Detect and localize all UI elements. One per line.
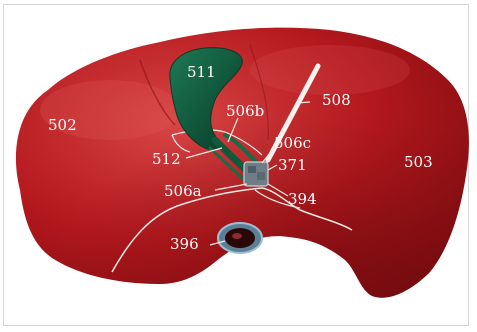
label-506c: 506c — [274, 134, 311, 152]
label-511: 511 — [187, 63, 216, 81]
label-396: 396 — [170, 235, 199, 253]
label-371: 371 — [278, 156, 307, 174]
label-503: 503 — [404, 153, 433, 171]
label-506b: 506b — [226, 102, 264, 120]
label-506a: 506a — [164, 182, 202, 200]
label-394: 394 — [288, 190, 317, 208]
label-508: 508 — [322, 91, 351, 109]
label-502: 502 — [48, 116, 77, 134]
label-512: 512 — [152, 150, 181, 168]
